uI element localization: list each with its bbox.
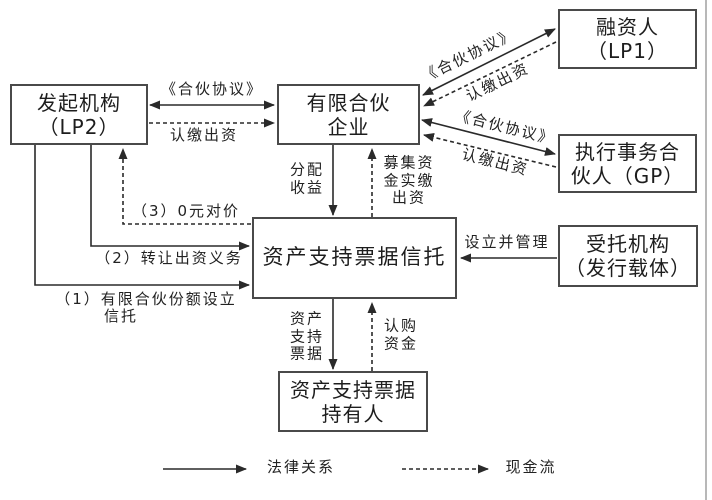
- arrow-step1-share-trust: [34, 145, 250, 290]
- edge-label-subscribe-lp2: 认缴出资: [169, 126, 239, 145]
- node-limited-partnership-line1: 有限合伙: [306, 90, 391, 115]
- node-abn-holders: 资产支持票据 持有人: [278, 371, 428, 432]
- edge-label-step1-share-trust-line1: （1）有限合伙份额设立: [55, 290, 237, 309]
- node-limited-partnership: 有限合伙 企业: [277, 84, 420, 145]
- legend-legal-relation-label: 法律关系: [266, 458, 336, 477]
- edge-label-agreement-lp2: 《合伙协议》: [160, 80, 264, 99]
- node-executive-partner-gp-line2: 伙人（GP）: [570, 163, 685, 188]
- node-abn-holders-line1: 资产支持票据: [290, 377, 416, 402]
- legend-cash-flow-label: 现金流: [505, 458, 557, 477]
- node-abn-trust: 资产支持票据信托: [252, 217, 457, 299]
- right-edge-divider: [705, 0, 707, 500]
- arrow-step2-transfer-obligation: [90, 145, 250, 251]
- node-financier-lp1-line1: 融资人: [596, 15, 659, 39]
- node-financier-lp1: 融资人 （LP1）: [558, 9, 697, 69]
- node-abn-holders-line2: 持有人: [321, 401, 385, 426]
- node-sponsor-lp2-line1: 发起机构: [37, 90, 121, 115]
- arrow-subscribe-gp-dashed: [423, 132, 557, 168]
- node-financier-lp1-line2: （LP1）: [587, 39, 668, 63]
- node-trustee-issuer-line2: （发行载体）: [565, 256, 691, 280]
- arrow-agreement-lp1: [422, 28, 556, 96]
- edge-label-step2-transfer-obligation: （2）转让出资义务: [95, 249, 243, 268]
- edge-label-abn-notes: 资产 支持 票据: [289, 309, 325, 363]
- edge-label-step3-zero-consideration: （3）0元对价: [131, 202, 241, 221]
- node-abn-trust-label: 资产支持票据信托: [262, 245, 447, 270]
- node-limited-partnership-line2: 企业: [327, 114, 370, 139]
- edge-label-distribute-income: 分配 收益: [289, 160, 325, 196]
- edge-label-subscription-funds: 认购 资金: [383, 316, 419, 352]
- arrow-subscribe-lp1-dashed: [423, 41, 557, 107]
- node-trustee-issuer: 受托机构 （发行载体）: [558, 225, 698, 287]
- node-trustee-issuer-line1: 受托机构: [586, 232, 670, 256]
- node-executive-partner-gp: 执行事务合 伙人（GP）: [558, 134, 697, 193]
- node-executive-partner-gp-line1: 执行事务合: [575, 139, 680, 164]
- node-sponsor-lp2: 发起机构 （LP2）: [10, 84, 148, 145]
- arrow-step3-zero-consideration-dashed: [118, 148, 251, 225]
- arrow-agreement-gp: [421, 118, 556, 156]
- edge-label-step1-share-trust-line2: 信托: [103, 307, 139, 326]
- edge-label-raised-funds-paidin: 募集资 金实缴 出资: [383, 153, 435, 207]
- node-sponsor-lp2-line2: （LP2）: [38, 114, 120, 139]
- edge-label-establish-and-manage: 设立并管理: [464, 233, 550, 252]
